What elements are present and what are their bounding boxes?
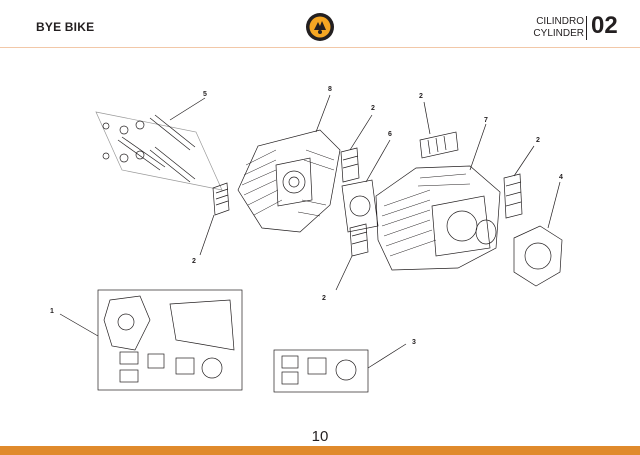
gasket-set-box-1 [59,289,243,391]
callout-7: 7 [484,117,488,124]
block-part-2-center [335,223,369,291]
stud-kit-drawing [95,97,223,191]
spark-plug-cap-left [199,182,230,256]
callout-3: 3 [412,339,416,346]
gasket-set-box-3 [273,343,407,393]
reed-block-drawing [419,101,459,159]
callout-1: 1 [50,308,54,315]
callout-2d: 2 [192,258,196,265]
callout-2c: 2 [536,137,540,144]
callout-2a: 2 [371,105,375,112]
callout-4: 4 [559,174,563,181]
section-number: 02 [591,12,618,39]
callout-2e: 2 [322,295,326,302]
callout-6: 6 [388,131,392,138]
section-title-en: CYLINDER [533,28,584,39]
callout-8: 8 [328,86,332,93]
head-gasket-drawing [341,139,391,233]
section-title: CILINDRO CYLINDER [533,16,584,40]
cylinder-head-drawing [237,94,341,233]
brand-name: BYE BIKE [36,20,95,34]
section-divider [586,16,587,40]
cylinder-assembly-drawing [375,123,501,271]
section-title-es: CILINDRO [536,16,584,27]
footer-bar [0,446,640,455]
callout-5: 5 [203,91,207,98]
base-gasket-drawing [513,181,563,287]
page-number: 10 [311,428,329,445]
block-part-2-top [340,114,373,183]
block-part-2-right [503,145,535,219]
bye-bike-logo-icon [306,13,334,41]
header-rule [0,47,640,48]
callout-2b: 2 [419,93,423,100]
